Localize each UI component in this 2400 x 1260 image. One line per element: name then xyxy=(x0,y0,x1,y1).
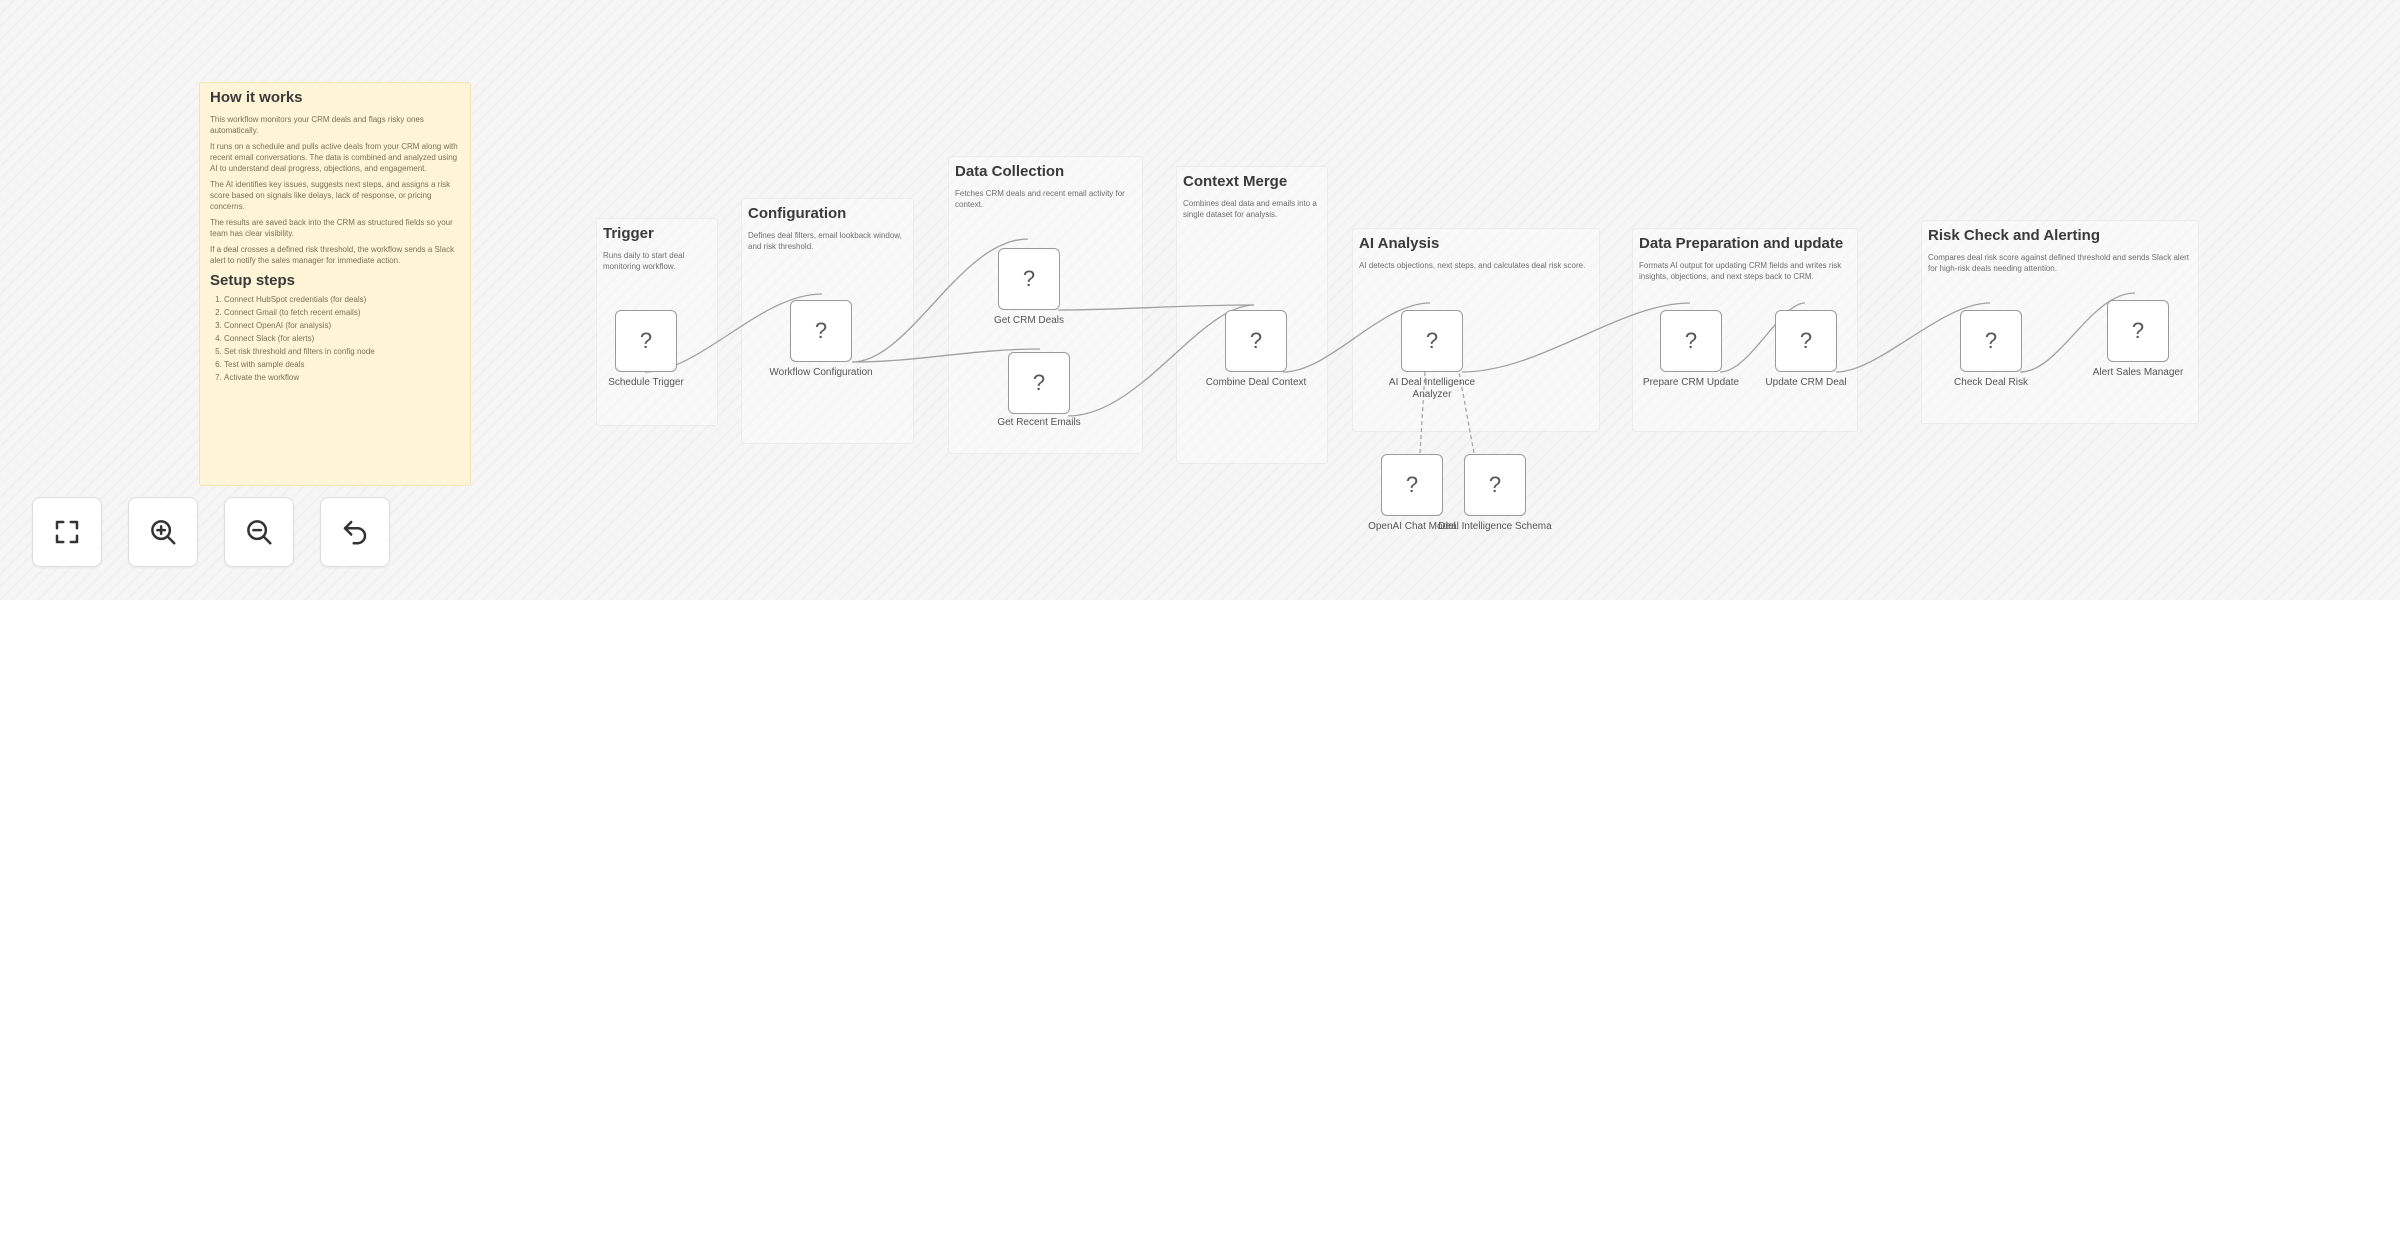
unknown-node-icon: ? xyxy=(639,328,653,353)
node-combine-deal-context[interactable]: ? xyxy=(1225,310,1287,372)
unknown-node-icon: ? xyxy=(1405,472,1419,497)
node-schedule-trigger[interactable]: ? xyxy=(615,310,677,372)
zoom-in-icon xyxy=(151,520,176,545)
setup-steps-list: Connect HubSpot credentials (for deals) … xyxy=(210,293,460,384)
node-update-crm-deal[interactable]: ? xyxy=(1775,310,1837,372)
node-get-crm-deals[interactable]: ? xyxy=(998,248,1060,310)
fullscreen-icon xyxy=(55,520,79,544)
node-label: Schedule Trigger xyxy=(608,377,684,388)
zoom-out-icon xyxy=(247,520,272,545)
note-paragraph: This workflow monitors your CRM deals an… xyxy=(210,115,424,135)
unknown-node-icon: ? xyxy=(814,318,828,343)
group-title: Risk Check and Alerting xyxy=(1928,227,2100,244)
node-alert-sales-manager[interactable]: ? xyxy=(2107,300,2169,362)
group-description: Fetches CRM deals and recent email activ… xyxy=(955,189,1125,209)
group-description: Formats AI output for updating CRM field… xyxy=(1639,261,1842,281)
note-title: How it works xyxy=(210,89,303,106)
node-prepare-crm-update[interactable]: ? xyxy=(1660,310,1722,372)
node-label: Combine Deal Context xyxy=(1205,377,1307,388)
unknown-node-icon: ? xyxy=(1032,370,1046,395)
node-label: Deal Intelligence Schema xyxy=(1438,521,1552,532)
note-paragraph: It runs on a schedule and pulls active d… xyxy=(210,142,458,173)
group-title: Trigger xyxy=(603,225,654,242)
unknown-node-icon: ? xyxy=(1684,328,1698,353)
setup-step: Connect Slack (for alerts) xyxy=(224,332,460,345)
group-ai-analysis[interactable]: AI Analysis AI detects objections, next … xyxy=(1352,228,1600,432)
group-description: Defines deal filters, email lookback win… xyxy=(748,231,902,251)
group-title: AI Analysis xyxy=(1359,235,1440,252)
node-deal-intelligence-schema[interactable]: ? xyxy=(1464,454,1526,516)
group-description: Runs daily to start deal monitoring work… xyxy=(603,251,685,271)
unknown-node-icon: ? xyxy=(1022,266,1036,291)
note-paragraph: The results are saved back into the CRM … xyxy=(210,218,453,238)
group-title: Configuration xyxy=(748,205,847,222)
group-description: Combines deal data and emails into a sin… xyxy=(1183,199,1317,219)
unknown-node-icon: ? xyxy=(1488,472,1502,497)
group-title: Data Preparation and update xyxy=(1639,235,1844,252)
setup-title: Setup steps xyxy=(210,272,296,289)
unknown-node-icon: ? xyxy=(1425,328,1439,353)
setup-step: Connect HubSpot credentials (for deals) xyxy=(224,293,460,306)
setup-step: Connect Gmail (to fetch recent emails) xyxy=(224,306,460,319)
zoom-out-button[interactable] xyxy=(224,497,294,567)
reset-zoom-button[interactable] xyxy=(320,497,390,567)
setup-step: Activate the workflow xyxy=(224,371,460,384)
undo-icon xyxy=(343,520,367,545)
canvas-controls xyxy=(32,497,390,567)
setup-step: Set risk threshold and filters in config… xyxy=(224,345,460,358)
zoom-to-fit-button[interactable] xyxy=(32,497,102,567)
group-description: AI detects objections, next steps, and c… xyxy=(1359,261,1586,270)
group-title: Data Collection xyxy=(955,163,1065,180)
node-get-recent-emails[interactable]: ? xyxy=(1008,352,1070,414)
node-openai-chat-model[interactable]: ? xyxy=(1381,454,1443,516)
unknown-node-icon: ? xyxy=(2131,318,2145,343)
note-paragraph: If a deal crosses a defined risk thresho… xyxy=(210,245,455,265)
node-workflow-configuration[interactable]: ? xyxy=(790,300,852,362)
group-description: Compares deal risk score against defined… xyxy=(1928,253,2190,273)
node-label: Get CRM Deals xyxy=(993,315,1064,326)
node-label: Update CRM Deal xyxy=(1765,377,1847,388)
node-label: Alert Sales Manager xyxy=(2092,367,2184,378)
node-label: Prepare CRM Update xyxy=(1642,377,1740,388)
how-it-works-note[interactable]: How it works This workflow monitors your… xyxy=(199,82,471,486)
unknown-node-icon: ? xyxy=(1249,328,1263,353)
node-label: OpenAI Chat Model xyxy=(1368,521,1456,532)
workflow-canvas[interactable]: Trigger Runs daily to start deal monitor… xyxy=(0,0,2400,600)
node-label: AI Deal Intelligence Analyzer xyxy=(1388,377,1476,400)
node-ai-deal-intelligence-analyzer[interactable]: ? xyxy=(1401,310,1463,372)
note-paragraph: The AI identifies key issues, suggests n… xyxy=(210,180,451,211)
unknown-node-icon: ? xyxy=(1984,328,1998,353)
node-label: Get Recent Emails xyxy=(997,417,1081,428)
node-label: Check Deal Risk xyxy=(1954,377,2028,388)
node-label: Workflow Configuration xyxy=(769,367,873,378)
setup-step: Connect OpenAI (for analysis) xyxy=(224,319,460,332)
node-check-deal-risk[interactable]: ? xyxy=(1960,310,2022,372)
group-title: Context Merge xyxy=(1183,173,1288,190)
unknown-node-icon: ? xyxy=(1799,328,1813,353)
setup-step: Test with sample deals xyxy=(224,358,460,371)
zoom-in-button[interactable] xyxy=(128,497,198,567)
